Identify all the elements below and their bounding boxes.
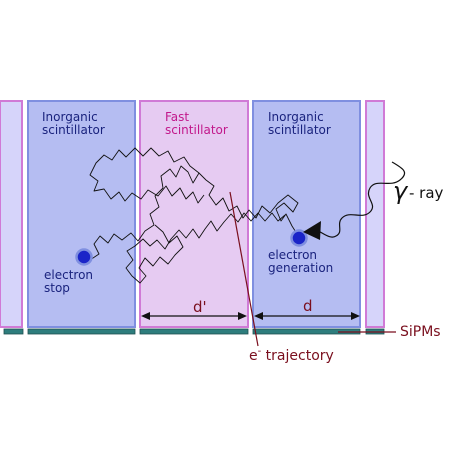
electron-trajectory-wander-upper: [89, 147, 205, 204]
d-label: d: [303, 297, 313, 315]
d-arrow-right: [351, 312, 360, 320]
electron-trajectory-wander-lower: [125, 212, 286, 284]
trajectory-label-text: trajectory: [261, 348, 334, 364]
right-slab-title-line2: scintillator: [268, 123, 331, 137]
gamma-ray-arrowhead: [303, 221, 321, 240]
sipm-strip: [3, 328, 24, 335]
electron-stop-label-line2: stop: [44, 281, 70, 295]
right-edge-slab: [365, 100, 385, 328]
inorganic-scintillator-left: [27, 100, 136, 328]
d-arrow-left: [254, 312, 263, 320]
d-prime-arrow-left: [141, 312, 150, 320]
d-prime-arrow-right: [238, 312, 247, 320]
left-slab-title-line1: Inorganic: [42, 110, 98, 124]
electron-stop-label-line1: electron: [44, 268, 93, 282]
d-prime-label: d': [193, 298, 207, 316]
sipms-label: SiPMs: [400, 324, 441, 340]
left-edge-slab: [0, 100, 23, 328]
right-slab-title-line1: Inorganic: [268, 110, 324, 124]
electron-generation-label-line1: electron: [268, 248, 317, 262]
gamma-symbol: γ: [393, 177, 409, 205]
sipm-strip: [27, 328, 136, 335]
fast-scintillator: [139, 100, 249, 328]
electron-generation-label-line2: generation: [268, 261, 333, 275]
trajectory-label: e- trajectory: [249, 346, 334, 364]
trajectory-pointer-line: [229, 191, 259, 347]
left-slab-title-line2: scintillator: [42, 123, 105, 137]
fast-slab-title-line1: Fast: [165, 110, 189, 124]
trajectory-label-superscript: -: [258, 346, 262, 357]
electron-stop-dot: [75, 248, 93, 266]
trajectory-label-prefix: e: [249, 348, 258, 364]
electron-generation-dot: [290, 229, 308, 247]
fast-slab-title-line2: scintillator: [165, 123, 228, 137]
sipm-strip: [139, 328, 249, 335]
gamma-ray-label: - ray: [409, 184, 444, 202]
gamma-ray-wave: [315, 161, 406, 238]
